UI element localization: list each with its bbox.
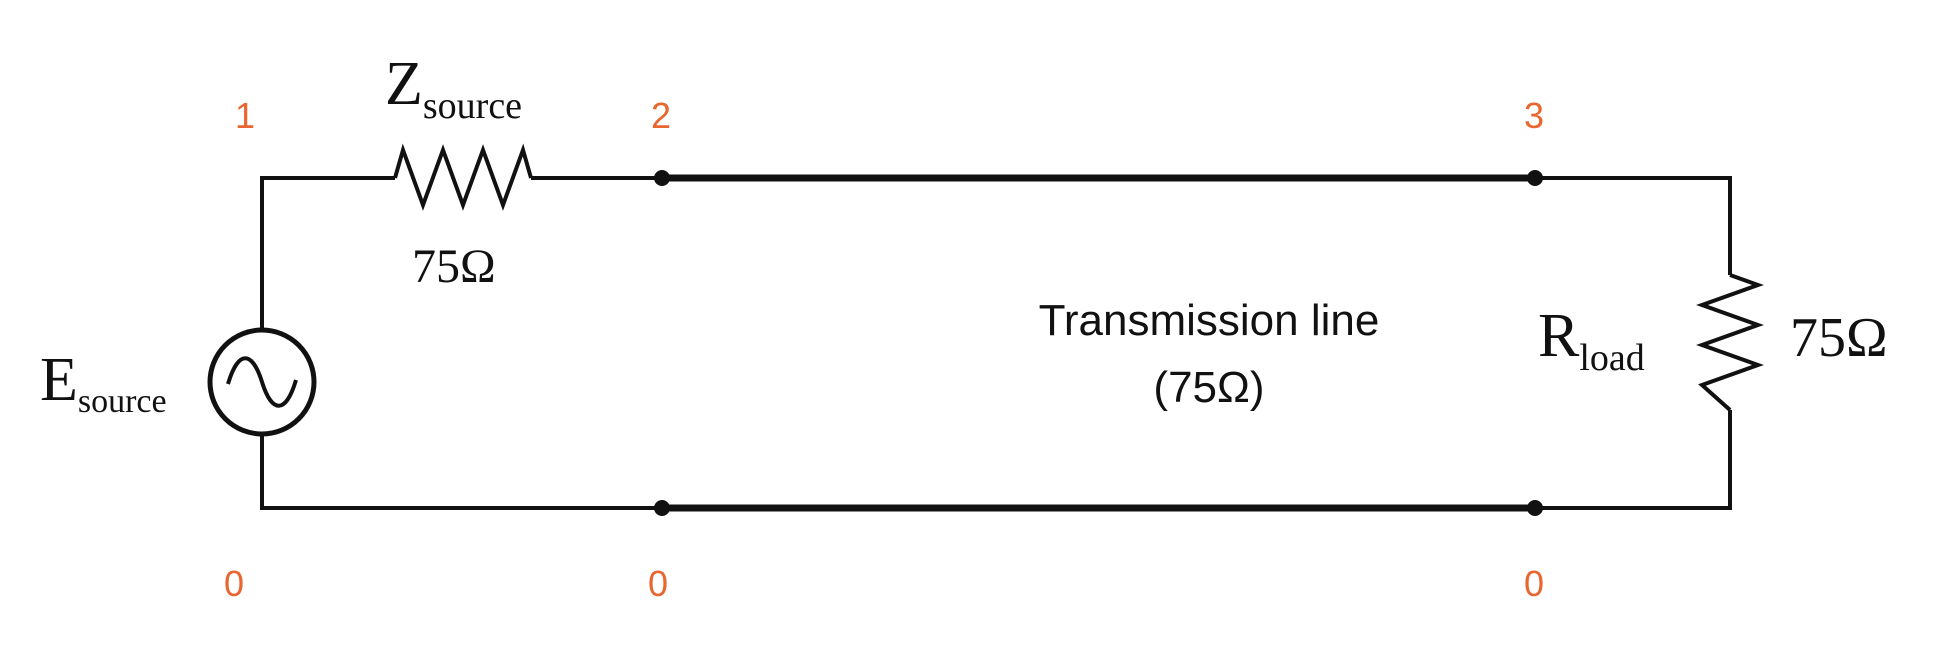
node-label-1: 1 xyxy=(235,95,255,136)
junction-dot-node0-right xyxy=(1527,500,1543,516)
transmission-line-impedance: (75Ω) xyxy=(1153,363,1264,412)
esource-label: Esource xyxy=(40,346,167,420)
junction-dot-node2-top xyxy=(654,170,670,186)
esource-label-sub: source xyxy=(78,383,167,420)
esource-label-main: E xyxy=(40,346,78,414)
rload-label-main: R xyxy=(1538,302,1580,370)
node-label-3: 3 xyxy=(1524,95,1544,136)
node-label-2: 2 xyxy=(651,95,671,136)
node-label-0-left: 0 xyxy=(224,563,244,604)
wire-load-to-bottom xyxy=(1535,410,1732,510)
junction-dot-node3-top xyxy=(1527,170,1543,186)
load-resistor-zigzag-icon xyxy=(1696,273,1764,412)
rload-value: 75Ω xyxy=(1790,307,1888,369)
node-label-0-right: 0 xyxy=(1524,563,1544,604)
wire-left-bottom xyxy=(260,434,662,510)
wire-node3-to-load xyxy=(1535,176,1732,275)
rload-label-sub: load xyxy=(1579,337,1644,379)
node-label-0-mid: 0 xyxy=(648,563,668,604)
junction-dot-node0-mid xyxy=(654,500,670,516)
zsource-label: Zsource xyxy=(385,50,522,127)
zsource-value: 75Ω xyxy=(412,240,496,293)
wire-left-top xyxy=(260,176,395,330)
zsource-label-sub: source xyxy=(423,85,522,127)
transmission-line-title: Transmission line xyxy=(1039,296,1380,345)
rload-label: Rload xyxy=(1538,302,1645,379)
ac-voltage-source-icon xyxy=(207,327,317,437)
zsource-label-main: Z xyxy=(385,50,423,118)
resistor-zigzag-icon xyxy=(393,143,533,211)
